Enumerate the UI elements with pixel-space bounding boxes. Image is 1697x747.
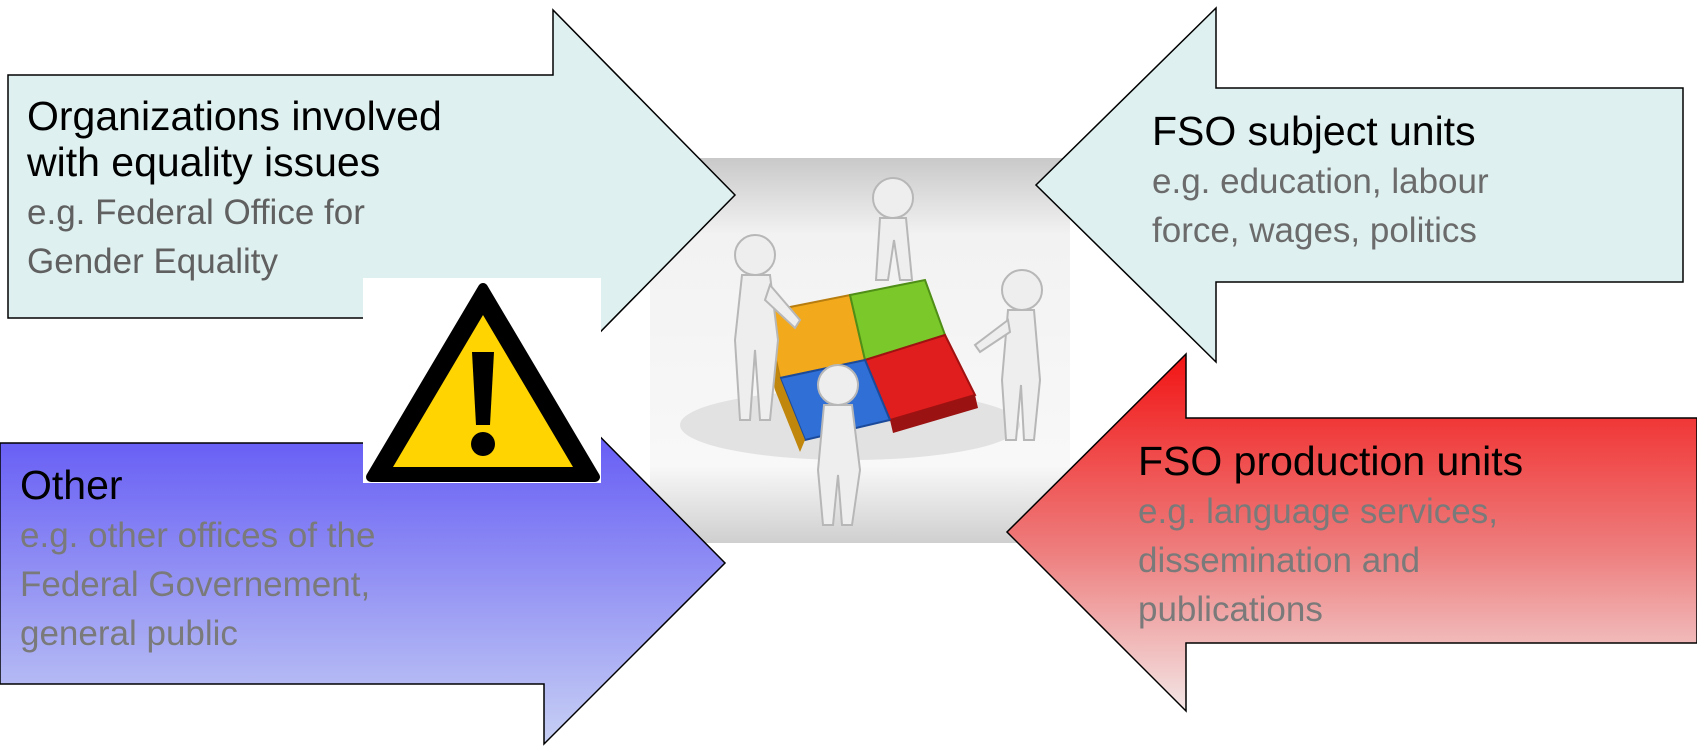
label-subject-units: FSO subject units e.g. education, labour… — [1152, 108, 1489, 255]
subject-units-title: FSO subject units — [1152, 108, 1476, 154]
other-subtitle-line-3: general public — [20, 613, 238, 653]
production-units-subtitle-line-2: dissemination and — [1138, 540, 1421, 580]
teamwork-puzzle-icon — [680, 177, 1043, 526]
arrow-production-units — [1005, 352, 1697, 713]
production-units-subtitle-line-3: publications — [1138, 589, 1323, 629]
label-other: Other e.g. other offices of the Federal … — [20, 462, 376, 658]
production-units-title: FSO production units — [1138, 438, 1524, 484]
organizations-title-line-1: Organizations involved — [27, 93, 442, 139]
organizations-subtitle-line-2: Gender Equality — [27, 241, 278, 281]
other-subtitle-line-1: e.g. other offices of the — [20, 515, 376, 555]
other-subtitle-line-2: Federal Governement, — [20, 564, 371, 604]
production-units-subtitle-line-1: e.g. language services, — [1138, 491, 1498, 531]
subject-units-subtitle-line-2: force, wages, politics — [1152, 210, 1477, 250]
label-organizations: Organizations involved with equality iss… — [27, 93, 442, 286]
label-production-units: FSO production units e.g. language servi… — [1138, 438, 1524, 634]
subject-units-subtitle-line-1: e.g. education, labour — [1152, 161, 1489, 201]
organizations-subtitle-line-1: e.g. Federal Office for — [27, 192, 365, 232]
other-title: Other — [20, 462, 123, 508]
arrow-subject-units — [1034, 6, 1684, 364]
warning-triangle-icon — [363, 278, 601, 483]
organizations-title-line-2: with equality issues — [27, 138, 381, 185]
